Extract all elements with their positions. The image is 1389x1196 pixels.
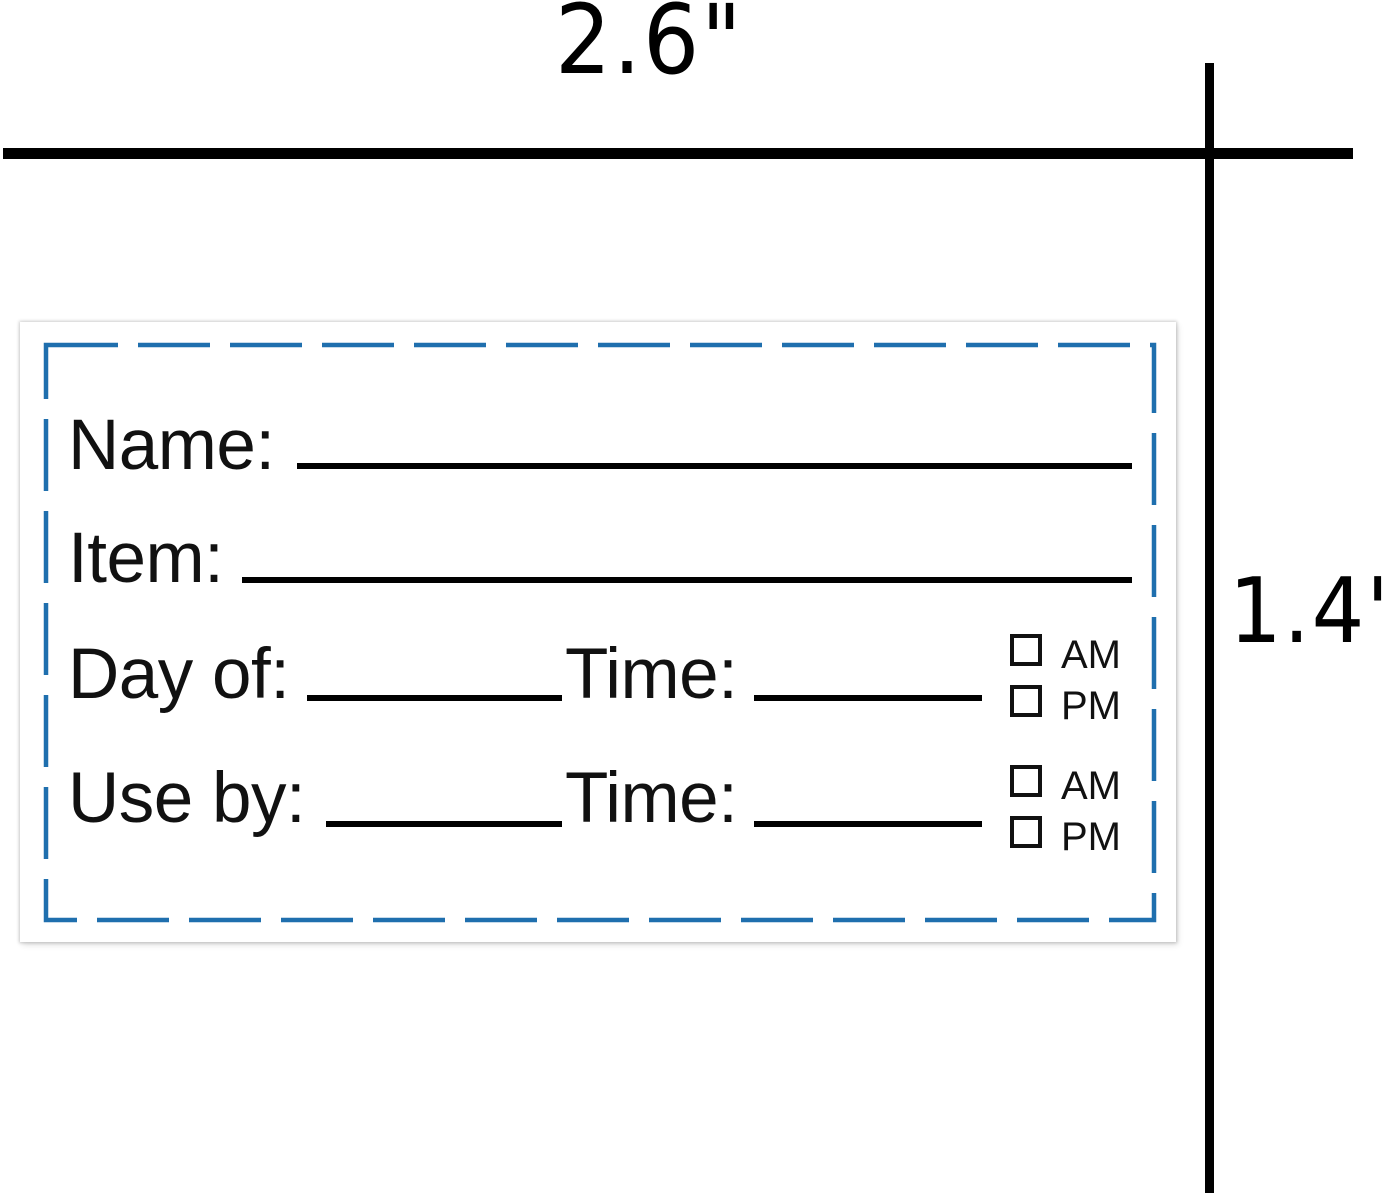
item-write-line[interactable] [242,577,1132,583]
use-by-write-line[interactable] [326,821,562,827]
item-field-label: Item: [68,519,224,598]
time-field-label: Time: [565,635,738,714]
use-by-field-label: Use by: [68,759,306,838]
width-dimension-line [3,148,1353,159]
height-dimension-label: 1.4" [1229,559,1389,664]
height-dimension-line [1205,63,1214,1193]
am-label: AM [1061,633,1121,677]
day-of-field-label: Day of: [68,635,290,714]
day-of-write-line[interactable] [307,695,562,701]
pm-checkbox[interactable] [1010,685,1042,717]
time-write-line[interactable] [754,695,982,701]
food-label-card: Name: Item: Day of: Time: AM PM Use by: … [20,322,1176,942]
pm-label: PM [1061,684,1121,728]
pm-checkbox[interactable] [1010,816,1042,848]
pm-label: PM [1061,815,1121,859]
name-write-line[interactable] [297,463,1132,469]
am-checkbox[interactable] [1010,634,1042,666]
am-checkbox[interactable] [1010,765,1042,797]
dashed-border [43,342,1157,923]
time-write-line[interactable] [754,821,982,827]
am-label: AM [1061,764,1121,808]
time-field-label: Time: [565,759,738,838]
width-dimension-label: 2.6" [555,0,744,96]
name-field-label: Name: [68,406,275,485]
